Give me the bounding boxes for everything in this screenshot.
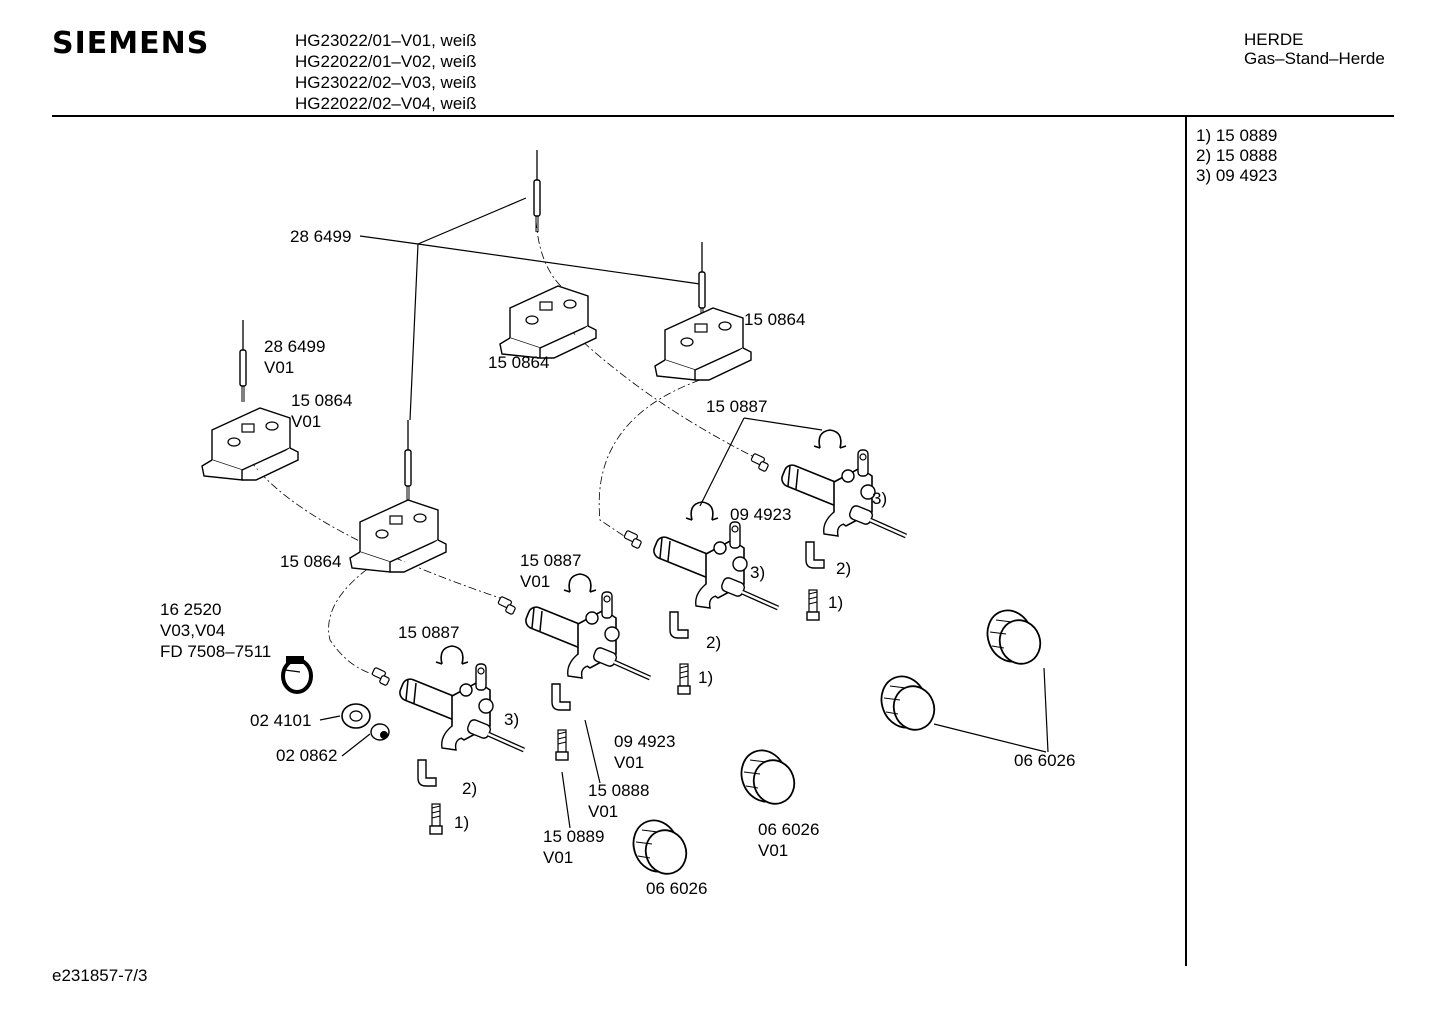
burner-bracket [201, 407, 299, 481]
category-block: HERDE Gas–Stand–Herde [1244, 30, 1385, 68]
pipe-clip [685, 501, 719, 521]
assembly-lines [249, 219, 761, 677]
part-label: 15 0887 [398, 623, 460, 642]
control-knob [873, 669, 942, 737]
part-label: 15 0864 [291, 391, 353, 410]
pipe-clip [435, 645, 469, 665]
part-label: 06 6026 [1014, 751, 1076, 770]
part-label: 28 6499 [264, 337, 326, 356]
part-label: V01 [543, 848, 574, 867]
nipple-fitting [341, 703, 371, 729]
category-subtitle: Gas–Stand–Herde [1244, 49, 1385, 68]
thermocouple [404, 419, 412, 503]
part-label: 15 0887 [706, 397, 768, 416]
nozzle-fitting [370, 723, 390, 741]
control-knob [979, 603, 1048, 671]
valve-holder [669, 611, 689, 639]
control-knob [733, 743, 802, 811]
document-id: e231857-7/3 [52, 966, 148, 985]
category-title: HERDE [1244, 30, 1304, 49]
legend-item: 2) 15 0888 [1196, 146, 1278, 165]
pipe-clip [813, 429, 847, 449]
ref-marker: 3) [504, 710, 520, 729]
pipe-clip [563, 573, 597, 593]
legend-item: 1) 15 0889 [1196, 126, 1278, 145]
sidebar-divider [1185, 116, 1187, 966]
valve-holder [805, 541, 825, 569]
pipe-fitting [371, 666, 391, 687]
part-label: V01 [588, 802, 619, 821]
hose-clamp [281, 656, 313, 694]
burner-bracket [654, 307, 752, 381]
part-label: V01 [291, 412, 322, 431]
part-label: FD 7508–7511 [160, 642, 272, 661]
control-knob [625, 813, 694, 881]
part-label: 02 0862 [276, 746, 338, 765]
part-label: 15 0864 [744, 310, 806, 329]
model-line: HG22022/01–V02, weiß [295, 52, 477, 71]
model-line: HG23022/01–V01, weiß [295, 31, 477, 50]
burner-bracket [349, 499, 447, 573]
part-label: 09 4923 [614, 732, 676, 751]
part-label: 06 6026 [758, 820, 820, 839]
part-label: 15 0864 [488, 353, 550, 372]
model-line: HG23022/02–V03, weiß [295, 73, 477, 92]
gas-valve [524, 592, 650, 678]
part-label: 09 4923 [730, 505, 792, 524]
brand-logo: SIEMENS [52, 26, 210, 61]
part-label: 15 0887 [520, 551, 582, 570]
ref-marker: 1) [454, 813, 470, 832]
screw [806, 589, 820, 621]
valve-holder [417, 759, 437, 787]
thermocouple [239, 319, 247, 403]
pipe-fitting [750, 452, 770, 473]
burner-bracket [499, 285, 597, 359]
ref-marker: 2) [836, 559, 852, 578]
part-label: 15 0864 [280, 552, 342, 571]
model-list: HG23022/01–V01, weiß HG22022/01–V02, wei… [295, 30, 476, 114]
part-label: V01 [758, 841, 789, 860]
part-legend: 1) 15 0889 2) 15 0888 3) 09 4923 [1196, 126, 1277, 186]
screw [555, 729, 569, 761]
legend-item: 3) 09 4923 [1196, 166, 1278, 185]
part-label: 15 0889 [543, 827, 605, 846]
leader-lines [284, 197, 1049, 829]
pipe-fitting [623, 529, 643, 550]
part-label: 28 6499 [290, 227, 352, 246]
model-line: HG22022/02–V04, weiß [295, 94, 477, 113]
part-label: V03,V04 [160, 621, 226, 640]
part-label: V01 [264, 358, 295, 377]
ref-marker: 2) [706, 633, 722, 652]
gas-valve [398, 664, 524, 750]
part-label: 06 6026 [646, 879, 708, 898]
thermocouple [533, 149, 541, 233]
pipe-fitting [497, 595, 517, 616]
screw [429, 803, 443, 835]
ref-marker: 3) [872, 489, 888, 508]
ref-marker: 3) [750, 563, 766, 582]
ref-marker: 1) [698, 668, 714, 687]
part-label: 16 2520 [160, 600, 222, 619]
part-label: 15 0888 [588, 781, 650, 800]
part-label: V01 [614, 753, 645, 772]
part-label: V01 [520, 572, 551, 591]
part-label: 02 4101 [250, 711, 312, 730]
ref-marker: 2) [462, 779, 478, 798]
ref-marker: 1) [828, 593, 844, 612]
valve-holder [551, 683, 571, 711]
screw [677, 663, 691, 695]
header-divider [52, 115, 1394, 117]
